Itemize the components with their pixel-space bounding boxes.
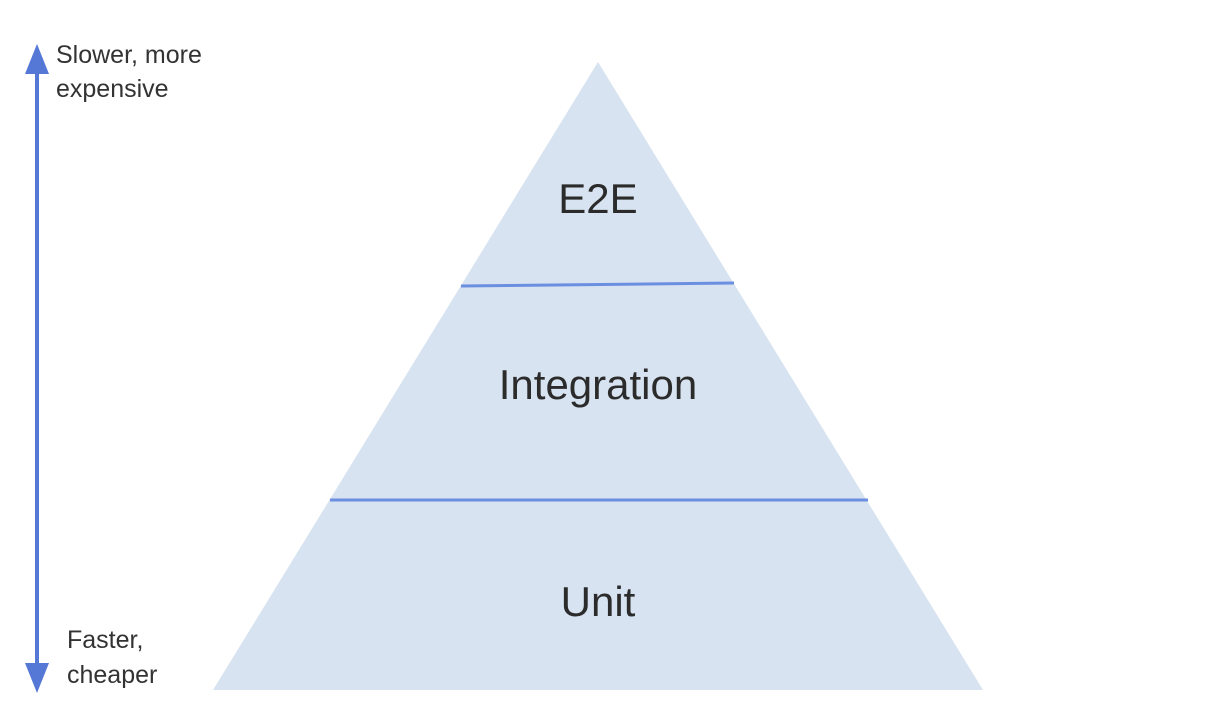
arrow-down-icon [25, 663, 49, 693]
tier-label-unit: Unit [561, 578, 636, 625]
pyramid-shape [213, 62, 983, 690]
tier-label-integration: Integration [499, 361, 697, 408]
arrow-up-icon [25, 44, 49, 74]
top-axis-label-line1: Slower, more [56, 41, 202, 69]
bottom-axis-label-line1: Faster, [67, 626, 143, 654]
bottom-axis-label-line2: cheaper [67, 661, 157, 689]
tier-divider-top [460, 281, 735, 288]
top-axis-label-line2: expensive [56, 75, 169, 103]
pyramid [213, 62, 983, 690]
cost-speed-axis [25, 44, 49, 693]
tier-label-e2e: E2E [558, 175, 637, 222]
